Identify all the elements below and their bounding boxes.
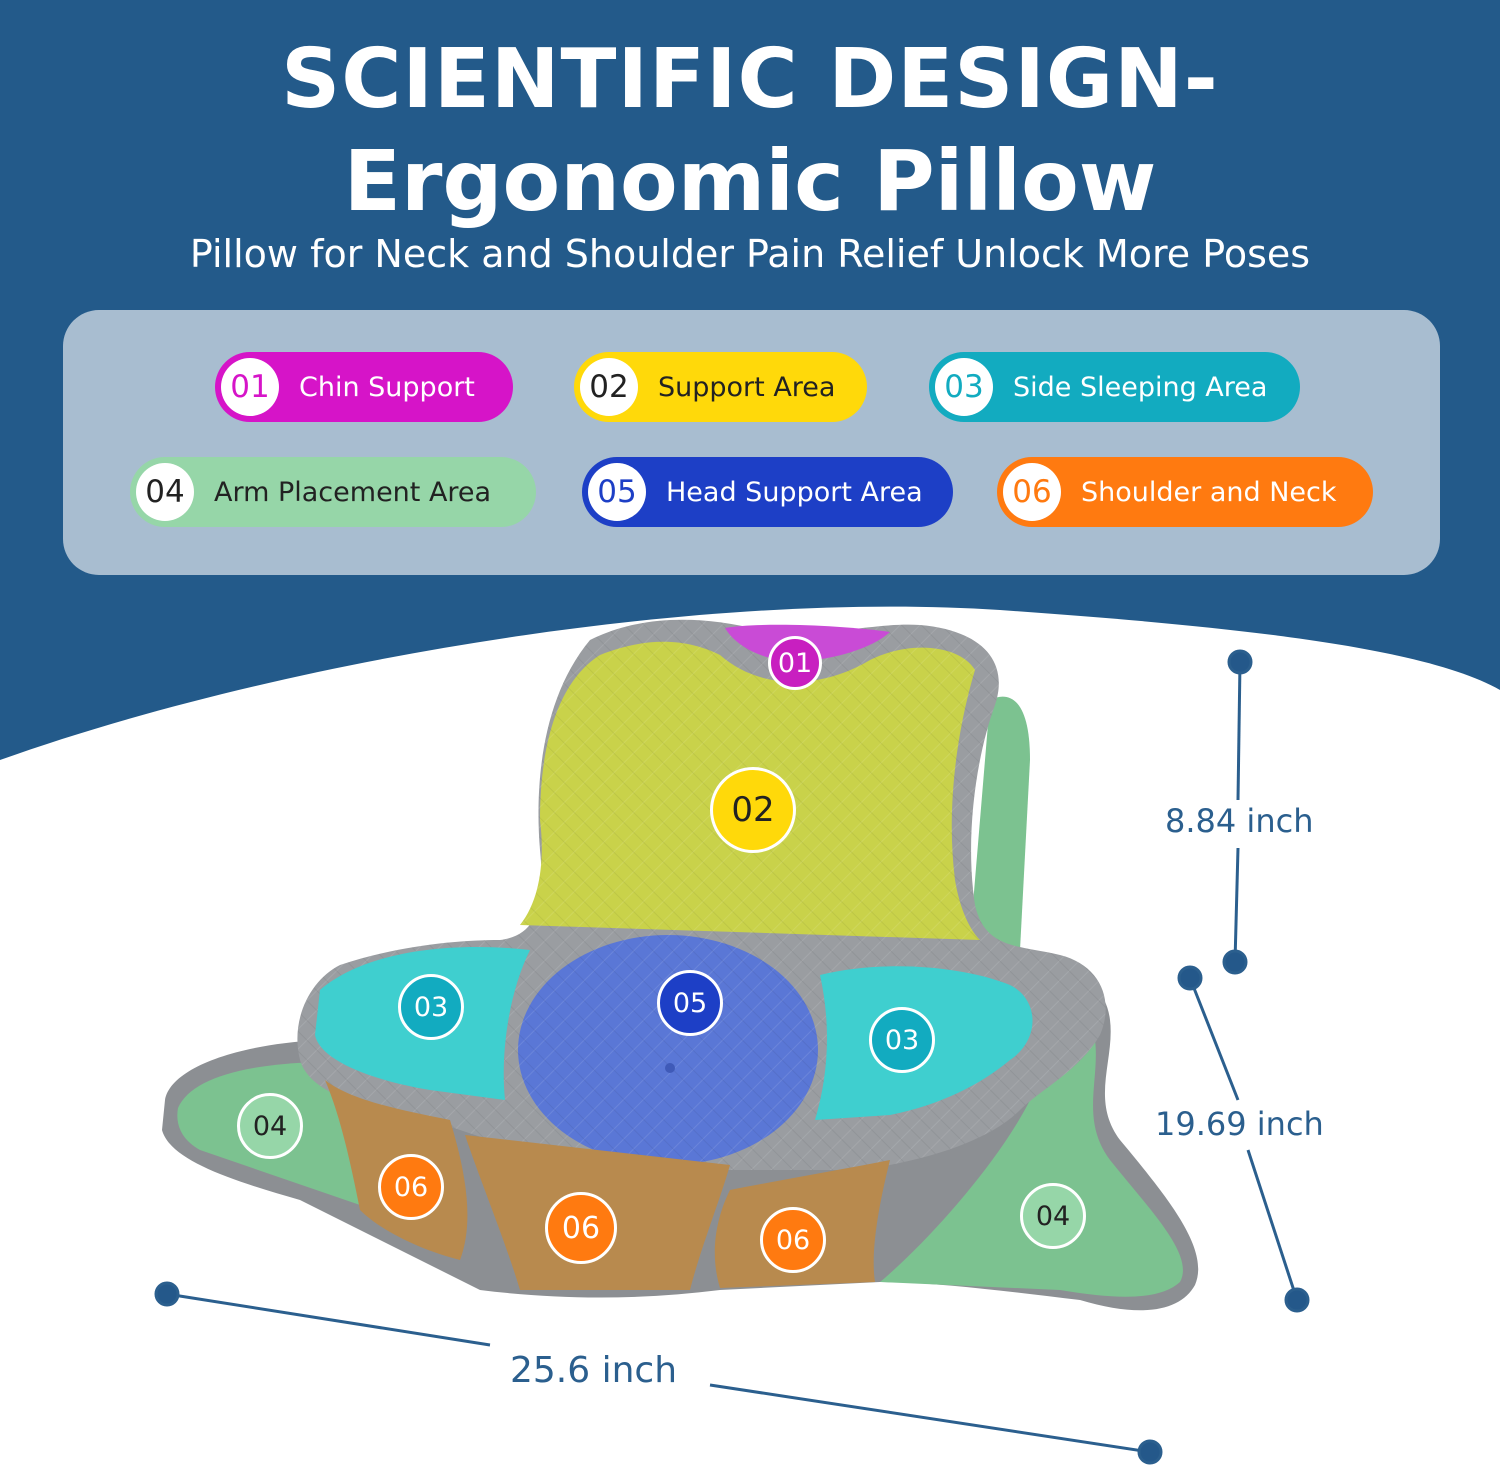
marker-06-center: 06 (545, 1192, 617, 1264)
dimension-lines (154, 649, 1310, 1465)
legend-shoulder-and-neck: 06 Shoulder and Neck (997, 457, 1373, 527)
marker-02: 02 (710, 767, 796, 853)
legend-panel: 01 Chin Support 02 Support Area 03 Side … (63, 310, 1440, 575)
marker-03-right: 03 (869, 1007, 935, 1073)
marker-04-right: 04 (1020, 1183, 1086, 1249)
legend-number: 04 (136, 463, 194, 521)
marker-03-left: 03 (398, 974, 464, 1040)
legend-side-sleeping-area: 03 Side Sleeping Area (929, 352, 1300, 422)
legend-number: 03 (935, 358, 993, 416)
legend-number: 06 (1003, 463, 1061, 521)
legend-label: Arm Placement Area (214, 476, 492, 508)
legend-support-area: 02 Support Area (574, 352, 867, 422)
head-center-dot (665, 1063, 675, 1073)
legend-number: 02 (580, 358, 638, 416)
title-line-2: Ergonomic Pillow (343, 132, 1157, 230)
legend-label: Head Support Area (666, 476, 923, 508)
marker-06-left: 06 (378, 1154, 444, 1220)
legend-number: 05 (588, 463, 646, 521)
legend-head-support-area: 05 Head Support Area (582, 457, 953, 527)
legend-label: Support Area (658, 371, 836, 403)
arm-area-right-shape (880, 1029, 1183, 1297)
title-line-1: SCIENTIFIC DESIGN- (281, 32, 1219, 127)
dimension-width-label: 25.6 inch (510, 1350, 678, 1391)
legend-label: Side Sleeping Area (1013, 371, 1268, 403)
legend-chin-support: 01 Chin Support (215, 352, 513, 422)
legend-label: Chin Support (299, 371, 475, 403)
marker-05: 05 (657, 970, 723, 1036)
legend-number: 01 (221, 358, 279, 416)
side-green-strip (970, 696, 1030, 956)
dimension-height-label: 8.84 inch (1165, 802, 1314, 840)
legend-arm-placement-area: 04 Arm Placement Area (130, 457, 536, 527)
marker-06-right: 06 (760, 1207, 826, 1273)
marker-01: 01 (768, 636, 822, 690)
head-area-texture (518, 935, 818, 1165)
dimension-depth-label: 19.69 inch (1155, 1105, 1324, 1143)
marker-04-left: 04 (237, 1093, 303, 1159)
legend-label: Shoulder and Neck (1081, 476, 1337, 508)
subtitle: Pillow for Neck and Shoulder Pain Relief… (189, 232, 1311, 276)
